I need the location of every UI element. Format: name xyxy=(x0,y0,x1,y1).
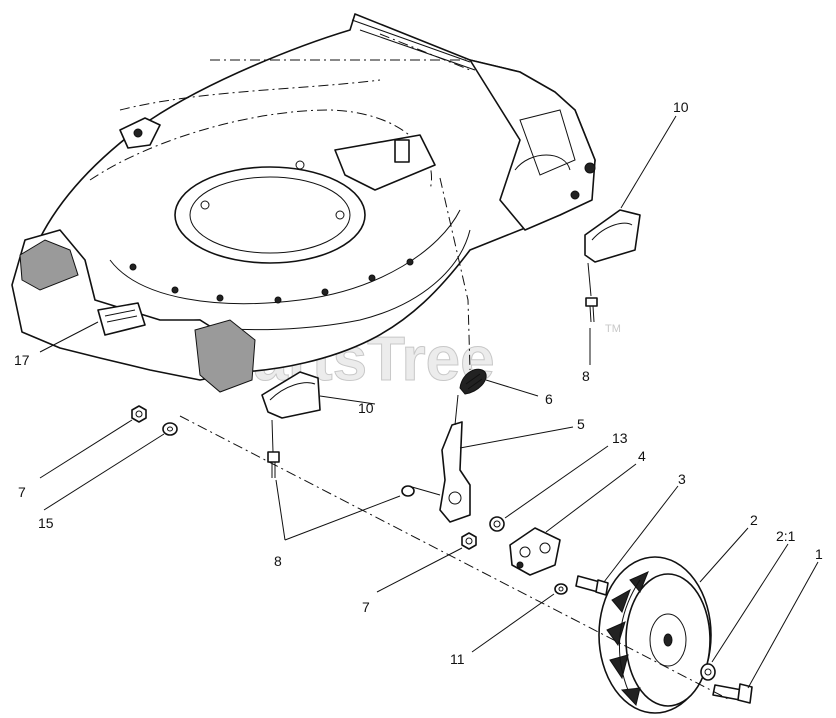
leader-lines xyxy=(39,115,819,689)
callout-13: 13 xyxy=(612,430,628,446)
callout-6: 6 xyxy=(545,391,553,407)
wheel-bolt[interactable] xyxy=(712,683,753,704)
mower-deck[interactable] xyxy=(11,13,596,393)
callout-1: 1 xyxy=(815,546,823,562)
washer-center[interactable] xyxy=(554,583,568,595)
height-adjust-arm[interactable] xyxy=(439,394,471,523)
wheel-bracket[interactable] xyxy=(509,527,561,576)
wheel-guard-right[interactable] xyxy=(584,209,641,263)
wheel[interactable] xyxy=(598,556,712,714)
callout-10-right: 10 xyxy=(673,99,689,115)
wheel-guard-left[interactable] xyxy=(261,371,321,419)
callout-15: 15 xyxy=(38,515,54,531)
wheel-bushing[interactable] xyxy=(700,663,716,681)
watermark-trademark: TM xyxy=(605,323,621,335)
callout-3: 3 xyxy=(678,471,686,487)
pivot-pin[interactable] xyxy=(401,485,441,497)
nut-center[interactable] xyxy=(461,532,477,550)
callout-10-left: 10 xyxy=(358,400,374,416)
callout-2: 2 xyxy=(750,512,758,528)
callout-8-left: 8 xyxy=(274,553,282,569)
washer-left[interactable] xyxy=(162,422,178,436)
spacer[interactable] xyxy=(489,516,505,532)
callout-2-1: 2:1 xyxy=(776,528,796,544)
callout-7-center: 7 xyxy=(362,599,370,615)
axle-bolt[interactable] xyxy=(575,575,609,596)
screw-right[interactable] xyxy=(585,262,598,323)
callout-7-left: 7 xyxy=(18,484,26,500)
callout-5: 5 xyxy=(577,416,585,432)
callout-11: 11 xyxy=(450,651,465,667)
callout-8-right: 8 xyxy=(582,368,590,384)
nut-left[interactable] xyxy=(131,405,147,423)
callout-4: 4 xyxy=(638,448,646,464)
adjuster-centerline xyxy=(439,177,471,371)
adjuster-knob[interactable] xyxy=(459,368,487,395)
screw-left[interactable] xyxy=(267,419,280,478)
axle-centerline xyxy=(179,415,731,701)
callouts: 10 8 17 6 10 5 7 13 4 3 15 2 2:1 1 8 7 1… xyxy=(14,99,823,667)
callout-17: 17 xyxy=(14,352,30,368)
